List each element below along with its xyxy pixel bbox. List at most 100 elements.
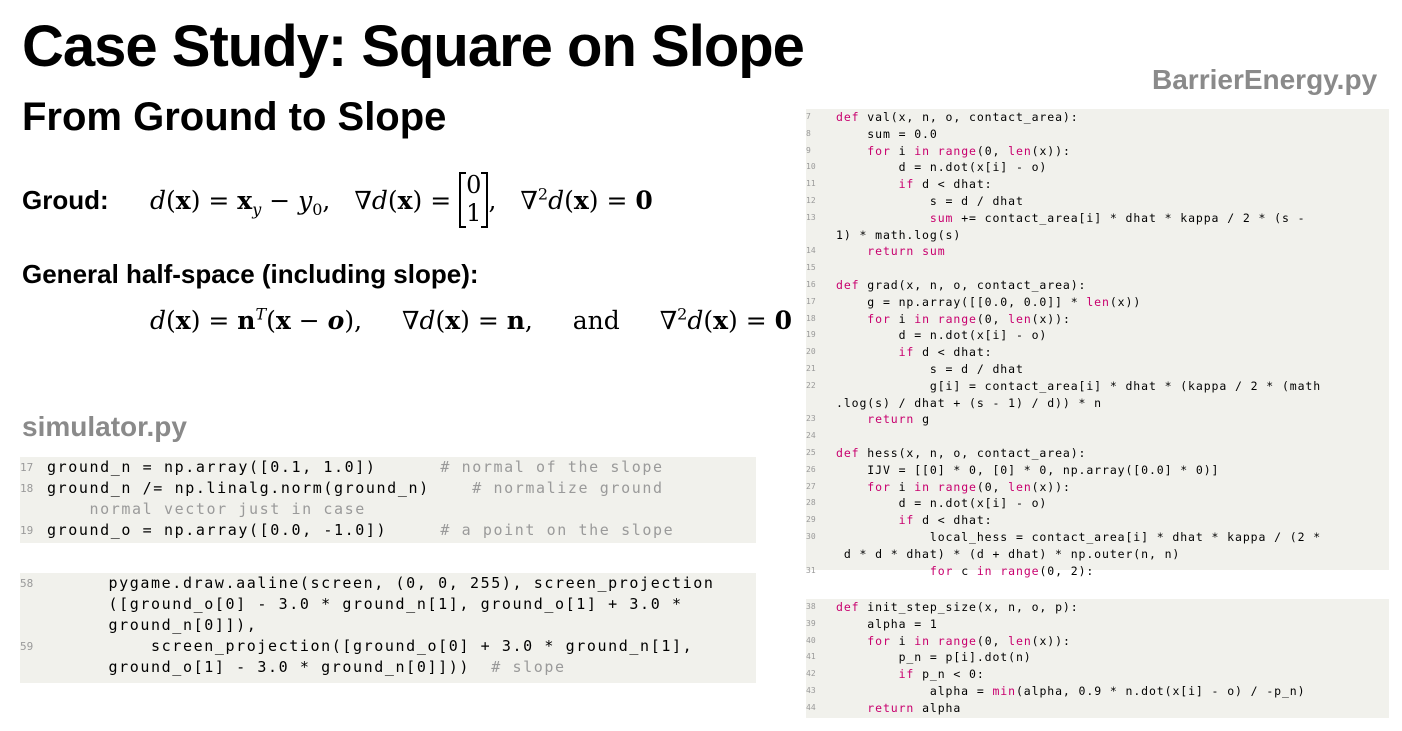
code-line: 24 xyxy=(806,428,1389,445)
line-number: 13 xyxy=(806,212,816,222)
code-text: d * d * dhat) * (d + dhat) * np.outer(n,… xyxy=(836,546,1181,561)
code-keyword: len xyxy=(1008,633,1032,648)
code-keyword: for xyxy=(867,479,891,494)
code-text: screen_projection([ground_o[0] + 3.0 * g… xyxy=(66,637,694,655)
code-line: 21 s = d / dhat xyxy=(806,361,1389,378)
code-keyword: len xyxy=(1086,294,1110,309)
line-number: 43 xyxy=(806,685,816,695)
code-keyword: if xyxy=(898,345,915,360)
code-text: s = d / dhat xyxy=(836,361,1024,376)
line-number: 28 xyxy=(806,498,816,508)
code-line: ground_o[1] - 3.0 * ground_n[0]])) # slo… xyxy=(20,657,756,678)
code-keyword: min xyxy=(992,683,1016,698)
line-number: 29 xyxy=(806,515,816,525)
line-number: 18 xyxy=(806,313,816,323)
code-keyword: len xyxy=(1008,311,1032,326)
slide-title: Case Study: Square on Slope xyxy=(22,14,805,79)
code-line: 30 local_hess = contact_area[i] * dhat *… xyxy=(806,529,1389,546)
code-line: 39 alpha = 1 xyxy=(806,616,1389,633)
code-line: 18 for i in range(0, len(x)): xyxy=(806,311,1389,328)
line-number: 10 xyxy=(806,162,816,172)
code-text: ground_n /= np.linalg.norm(ground_n) xyxy=(47,479,473,497)
code-keyword: len xyxy=(1008,143,1032,158)
line-number: 42 xyxy=(806,669,816,679)
simulator-code-block-2: 58 pygame.draw.aaline(screen, (0, 0, 255… xyxy=(20,573,756,683)
code-comment: # normal of the slope xyxy=(440,458,664,476)
code-text xyxy=(836,412,867,426)
code-text: s = d / dhat xyxy=(836,193,1024,208)
code-text: g[i] = contact_area[i] * dhat * (kappa /… xyxy=(836,378,1322,393)
code-text: ground_o[1] - 3.0 * ground_n[0]])) xyxy=(66,658,492,676)
code-text xyxy=(836,667,899,681)
code-text xyxy=(836,634,867,648)
code-text: (0, xyxy=(976,143,1009,158)
code-text: val(x, n, o, contact_area): xyxy=(859,110,1079,124)
code-line: 28 d = n.dot(x[i] - o) xyxy=(806,495,1389,512)
code-text: g xyxy=(914,412,930,427)
line-number: 15 xyxy=(806,263,816,273)
code-text xyxy=(836,513,899,527)
code-text xyxy=(836,480,867,494)
code-line: 10 d = n.dot(x[i] - o) xyxy=(806,159,1389,176)
line-number: 44 xyxy=(806,702,816,712)
code-line: d * d * dhat) * (d + dhat) * np.outer(n,… xyxy=(806,546,1389,563)
code-keyword: range xyxy=(937,479,977,494)
code-keyword: in xyxy=(914,479,930,494)
line-number: 19 xyxy=(806,330,816,340)
code-line: 15 xyxy=(806,260,1389,277)
code-line: 22 g[i] = contact_area[i] * dhat * (kapp… xyxy=(806,378,1389,395)
line-number: 31 xyxy=(806,565,816,575)
slide-subtitle: From Ground to Slope xyxy=(22,95,447,139)
code-text xyxy=(47,500,90,518)
code-text: p_n < 0: xyxy=(914,667,985,682)
line-number: 12 xyxy=(806,195,816,205)
line-number: 30 xyxy=(806,531,816,541)
code-line: ground_n[0]]), xyxy=(20,615,756,636)
code-text: alpha xyxy=(914,700,962,715)
line-number: 22 xyxy=(806,380,816,390)
code-comment: normal vector just in case xyxy=(89,500,366,518)
code-text: d < dhat: xyxy=(914,513,993,528)
code-line: 11 if d < dhat: xyxy=(806,176,1389,193)
matrix-top: 0 xyxy=(466,171,482,200)
line-number: 39 xyxy=(806,618,816,628)
code-text: .log(s) / dhat + (s - 1) / d)) * n xyxy=(836,395,1103,410)
code-keyword: in xyxy=(914,633,930,648)
code-text: += contact_area[i] * dhat * kappa / 2 * … xyxy=(953,210,1306,225)
line-number: 16 xyxy=(806,279,816,289)
code-keyword: def xyxy=(836,445,860,460)
code-text: p_n = p[i].dot(n) xyxy=(836,650,1032,665)
line-number: 26 xyxy=(806,464,816,474)
code-keyword: return xyxy=(867,700,915,715)
code-text: d < dhat: xyxy=(914,345,993,360)
line-number: 38 xyxy=(806,602,816,611)
line-number: 17 xyxy=(20,461,34,474)
line-number: 11 xyxy=(806,179,816,189)
code-text xyxy=(930,480,938,494)
code-text: (x)): xyxy=(1031,633,1071,648)
code-keyword: range xyxy=(937,143,977,158)
code-keyword: in xyxy=(914,143,930,158)
code-text: (0, xyxy=(976,479,1009,494)
code-text: alpha = 1 xyxy=(836,616,938,631)
code-line: 42 if p_n < 0: xyxy=(806,666,1389,683)
line-number: 21 xyxy=(806,363,816,373)
code-keyword: for xyxy=(867,633,891,648)
code-text: (0, 2): xyxy=(1039,563,1095,578)
code-text: local_hess = contact_area[i] * dhat * ka… xyxy=(836,529,1322,544)
code-text: c xyxy=(953,563,977,578)
code-text xyxy=(836,211,930,225)
code-text xyxy=(836,345,899,359)
code-line: 31 for c in range(0, 2): xyxy=(806,563,1389,580)
code-text: pygame.draw.aaline(screen, (0, 0, 255), … xyxy=(66,574,715,592)
code-line: 9 for i in range(0, len(x)): xyxy=(806,143,1389,160)
code-text: sum = 0.0 xyxy=(836,126,938,141)
code-text: i xyxy=(890,633,915,648)
gradient-matrix: 0 1 xyxy=(459,171,489,228)
code-keyword: len xyxy=(1008,479,1032,494)
line-number: 27 xyxy=(806,481,816,491)
halfspace-label: General half-space (including slope): xyxy=(22,259,479,289)
